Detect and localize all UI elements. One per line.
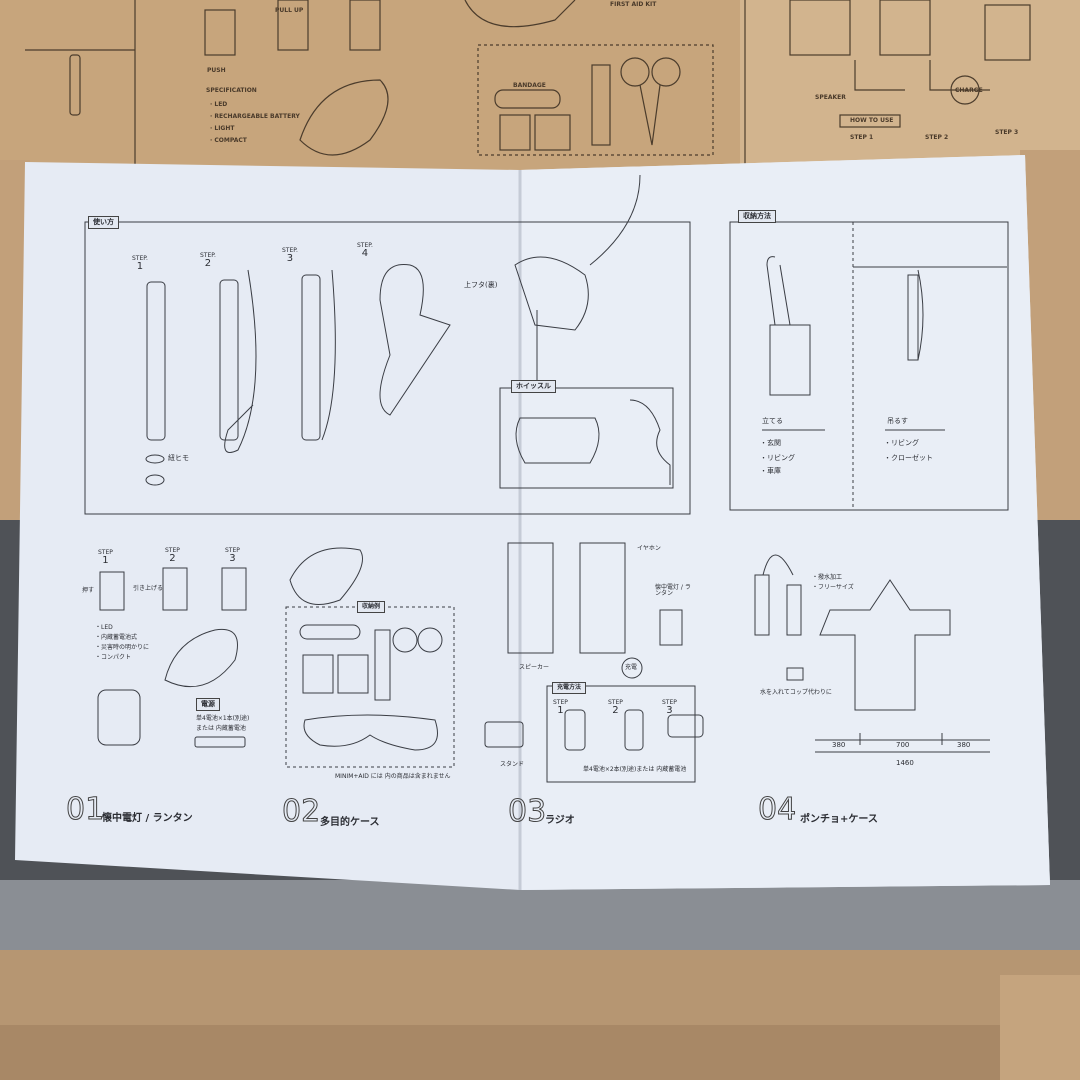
plastic-highlight xyxy=(0,880,1080,960)
cardboard-step: STEP 2 xyxy=(925,134,949,141)
cardboard-step: STEP 3 xyxy=(995,129,1019,136)
cardboard-spec-title: SPECIFICATION xyxy=(206,87,257,94)
stand-label: スタンド xyxy=(500,761,525,768)
speaker-label: スピーカー xyxy=(519,664,550,671)
dimension-label: 700 xyxy=(896,741,910,749)
hang-item: ・クローゼット xyxy=(884,454,933,462)
cardboard-label-speaker: SPEAKER xyxy=(815,94,846,101)
hang-title: 吊るす xyxy=(887,417,908,425)
cardboard-spec-item: · RECHARGEABLE BATTERY xyxy=(210,113,300,120)
cardboard-label-first-aid: FIRST AID KIT xyxy=(610,1,657,8)
cardboard-spec-item: · LED xyxy=(210,101,228,108)
earphone-label: イヤホン xyxy=(637,545,661,552)
s01-feature: ・LED xyxy=(95,624,113,631)
power-text: または 内蔵蓄電池 xyxy=(196,725,246,732)
section-title-04: ポンチョ+ケース xyxy=(800,814,878,825)
usage-title: 使い方 xyxy=(88,216,119,229)
storage-title: 収納方法 xyxy=(738,210,776,223)
charge-label: 充電 xyxy=(625,664,638,671)
usage-step-2: STEP.2 xyxy=(200,252,216,269)
section-number-03: 03 xyxy=(507,794,547,829)
pull-label: 引き上げる xyxy=(133,585,164,592)
section-title-01: 懐中電灯 / ランタン xyxy=(102,813,193,824)
cardboard-label-push: PUSH xyxy=(207,67,226,74)
cardboard-label-bandage: BANDAGE xyxy=(513,82,546,89)
dimension-label: 380 xyxy=(832,741,846,749)
battery-note: 単4電池×2本(別途)または 内蔵蓄電池 xyxy=(583,766,687,773)
power-text: 単4電池×1本(別途) xyxy=(196,715,250,722)
storage-example-label: 収納例 xyxy=(357,601,386,613)
section-title-03: ラジオ xyxy=(545,815,575,826)
case-note: MINIM+AID には 内の商品は含まれません xyxy=(335,773,451,780)
stand-title: 立てる xyxy=(762,417,783,425)
dimension-total: 1460 xyxy=(896,759,914,767)
s04-feature: ・撥水加工 xyxy=(812,574,843,581)
cardboard-spec-item: · COMPACT xyxy=(210,137,247,144)
section-number-01: 01 xyxy=(65,792,105,827)
stand-item: ・リビング xyxy=(760,454,795,462)
cup-note: 水を入れてコップ代わりに xyxy=(760,689,832,696)
s01-feature: ・災害時の明かりに xyxy=(95,644,150,651)
cardboard-label-pull-up: PULL UP xyxy=(275,7,304,14)
cardboard-spec-item: · LIGHT xyxy=(210,125,235,132)
hang-item: ・リビング xyxy=(884,439,919,447)
s01-feature: ・内蔵蓄電池式 xyxy=(95,634,138,641)
stand-item: ・車庫 xyxy=(760,467,781,475)
strap-label: 紐ヒモ xyxy=(168,454,189,462)
usage-step-1: STEP.1 xyxy=(132,255,148,272)
whistle-label: ホイッスル xyxy=(511,380,556,393)
charging-title: 充電方法 xyxy=(552,682,587,694)
cardboard-label-charge: CHARGE xyxy=(955,87,983,94)
s01-feature: ・コンパクト xyxy=(95,654,132,661)
section-number-04: 04 xyxy=(757,792,797,827)
lantern-label: 懐中電灯 / ランタン xyxy=(655,584,691,597)
cardboard-label-how-to-use: HOW TO USE xyxy=(850,117,894,124)
cardboard-box-right xyxy=(740,0,1080,170)
usage-step-3: STEP.3 xyxy=(282,247,298,264)
section-title-02: 多目的ケース xyxy=(320,817,380,828)
section-number-02: 02 xyxy=(281,794,321,829)
power-title: 電源 xyxy=(196,698,220,711)
sheet-illustrations xyxy=(84,174,1009,783)
push-label: 押す xyxy=(82,587,95,594)
dimension-label: 380 xyxy=(957,741,971,749)
lid-label: 上フタ(裏) xyxy=(464,281,498,289)
cardboard-illustrations xyxy=(25,0,1031,180)
cardboard-step: STEP 1 xyxy=(850,134,874,141)
stand-item: ・玄関 xyxy=(760,439,781,447)
s04-feature: ・フリーサイズ xyxy=(812,584,854,591)
usage-step-4: STEP.4 xyxy=(357,242,373,259)
